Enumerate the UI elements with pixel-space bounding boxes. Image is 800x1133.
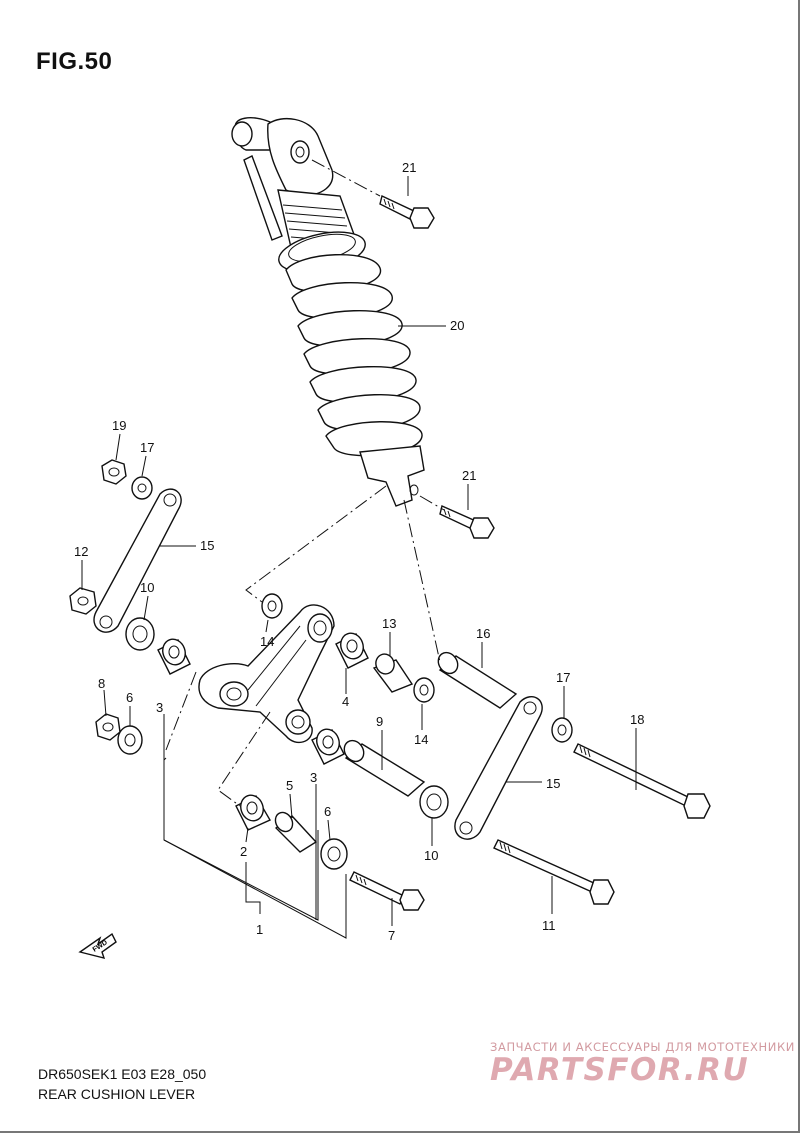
washer-part-10-left[interactable]: [125, 617, 155, 651]
washer-part-17-left[interactable]: [131, 476, 153, 500]
callout-8: 8: [98, 676, 105, 691]
callout-14-upper: 14: [260, 634, 274, 649]
callout-6-left: 6: [126, 690, 133, 705]
shock-absorber-part-20[interactable]: [231, 117, 425, 507]
washer-part-6-left[interactable]: [117, 725, 143, 755]
cushion-lever-part-1[interactable]: [198, 604, 335, 744]
watermark-brand-logo: PARTSFOR.RU: [490, 1052, 750, 1088]
callout-3-center: 3: [310, 770, 317, 785]
callout-4: 4: [342, 694, 349, 709]
callout-7: 7: [388, 928, 395, 943]
callout-3-left: 3: [156, 700, 163, 715]
nut-part-19[interactable]: [101, 459, 127, 485]
callout-2: 2: [240, 844, 247, 859]
figure-title: FIG.50: [36, 48, 113, 75]
callout-5: 5: [286, 778, 293, 793]
callout-14-lower: 14: [414, 732, 428, 747]
bolt-part-11[interactable]: [493, 839, 615, 905]
callout-1: 1: [256, 922, 263, 937]
nut-part-8[interactable]: [95, 713, 121, 741]
callout-15-right: 15: [546, 776, 560, 791]
leader-lines: [81, 176, 637, 939]
callout-17-left: 17: [140, 440, 154, 455]
callout-11: 11: [542, 918, 556, 933]
fwd-arrow-icon: FWD: [78, 932, 117, 959]
callout-10-center: 10: [424, 848, 438, 863]
assembly-lines: [165, 159, 445, 807]
spacer-part-13[interactable]: [372, 652, 414, 693]
spacer-part-9[interactable]: [340, 737, 426, 797]
spacer-part-5[interactable]: [272, 809, 318, 853]
callout-20: 20: [450, 318, 464, 333]
bolt-part-18[interactable]: [573, 743, 711, 819]
callout-17-right: 17: [556, 670, 570, 685]
bolt-part-21-upper[interactable]: [379, 195, 435, 229]
washer-part-17-right[interactable]: [551, 717, 573, 743]
callout-21-lower: 21: [462, 468, 476, 483]
model-code: DR650SEK1 E03 E28_050: [38, 1066, 207, 1082]
callout-19: 19: [112, 418, 126, 433]
callout-13: 13: [382, 616, 396, 631]
bushing-part-3-left[interactable]: [157, 636, 191, 675]
nut-part-12[interactable]: [69, 587, 97, 615]
washer-part-6-center[interactable]: [320, 838, 348, 870]
callout-16: 16: [476, 626, 490, 641]
page-border-bottom: [0, 1131, 800, 1133]
callout-10-left: 10: [140, 580, 154, 595]
watermark-tagline: ЗАПЧАСТИ И АКСЕССУАРЫ ДЛЯ МОТОТЕХНИКИ: [490, 1040, 795, 1054]
callout-21-upper: 21: [402, 160, 416, 175]
bushing-part-4[interactable]: [335, 630, 369, 669]
callout-9: 9: [376, 714, 383, 729]
bushing-part-3-center[interactable]: [311, 726, 345, 765]
bushing-part-2[interactable]: [235, 792, 271, 831]
bolt-part-7[interactable]: [349, 871, 425, 911]
callout-15-left: 15: [200, 538, 214, 553]
callout-numbers: 21 20 21 19 17 15 12 10 14 13 16 4 3 14 …: [74, 160, 644, 943]
sleeve-part-16[interactable]: [434, 649, 518, 709]
bolt-part-21-lower[interactable]: [439, 505, 495, 539]
diagram-name: REAR CUSHION LEVER: [38, 1086, 196, 1102]
washer-part-14-upper[interactable]: [261, 593, 283, 619]
callout-18: 18: [630, 712, 644, 727]
callout-6-center: 6: [324, 804, 331, 819]
washer-part-14-lower[interactable]: [413, 677, 435, 703]
washer-part-10-center[interactable]: [419, 785, 449, 819]
callout-12: 12: [74, 544, 88, 559]
rod-part-15-left[interactable]: [93, 488, 182, 633]
page-border-right: [798, 0, 800, 1133]
rod-part-15-right[interactable]: [454, 696, 543, 840]
